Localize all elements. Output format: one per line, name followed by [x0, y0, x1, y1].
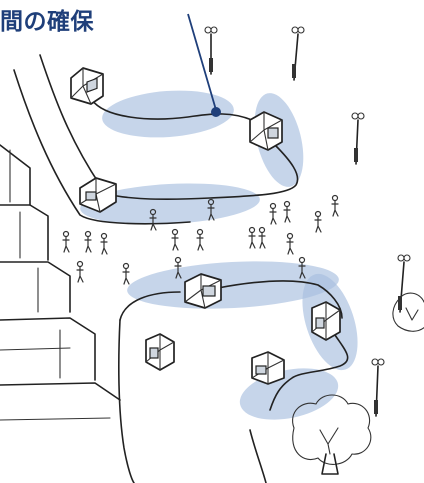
kiosk-4 [185, 274, 221, 308]
kiosk-icon [185, 274, 221, 308]
kiosk-icon [312, 302, 340, 340]
person-icon [315, 212, 321, 233]
person-icon [197, 230, 203, 251]
street-lamp-icon [372, 359, 384, 416]
person-icon [259, 228, 265, 249]
street-lamp-icon [292, 27, 304, 80]
kiosk-2 [250, 112, 282, 150]
street-lamps [205, 27, 410, 416]
street-lamp-icon [205, 27, 217, 74]
person-icon [63, 232, 69, 253]
tree-icon [393, 293, 424, 331]
person-icon [85, 232, 91, 253]
person-icon [77, 262, 83, 283]
street-lamp-icon [398, 255, 410, 312]
kiosk-icon [250, 112, 282, 150]
kiosk-7 [252, 352, 284, 384]
person-icon [287, 234, 293, 255]
kiosk-icon [71, 68, 103, 104]
kiosk-5 [312, 302, 340, 340]
person-icon [172, 230, 178, 251]
person-icon [249, 228, 255, 249]
kiosk-1 [71, 68, 103, 104]
kiosk-icon [146, 334, 174, 370]
person-icon [284, 202, 290, 223]
kiosk-icon [252, 352, 284, 384]
person-icon [101, 234, 107, 255]
person-icon [332, 196, 338, 217]
kiosk-6 [146, 334, 174, 370]
street-lamp-icon [352, 113, 364, 164]
highlight-zones [79, 86, 368, 427]
callout-dot [211, 107, 221, 117]
caption-text: 間の確保 [0, 2, 94, 36]
person-icon [270, 204, 276, 225]
person-icon [123, 264, 129, 285]
